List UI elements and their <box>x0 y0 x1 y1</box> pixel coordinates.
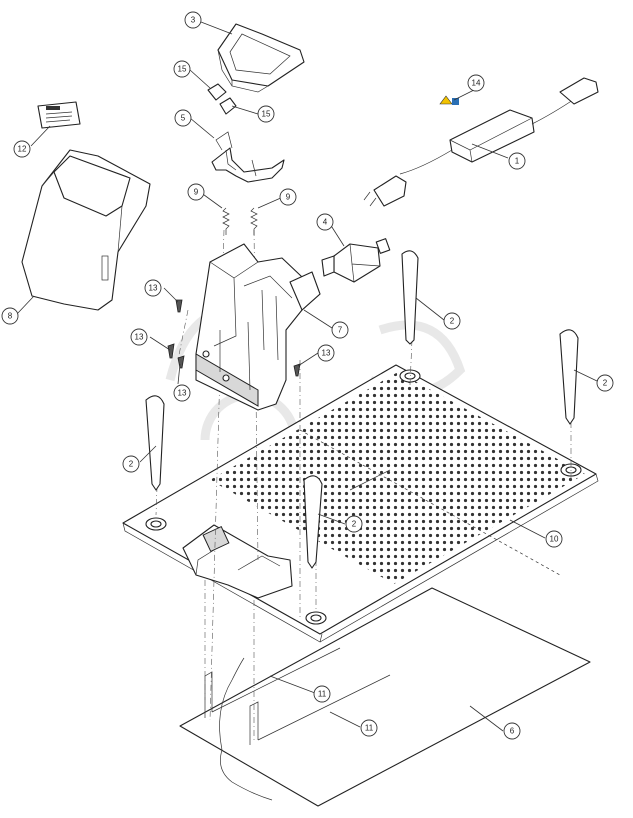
svg-text:6: 6 <box>510 727 515 736</box>
callout-3: 3 <box>184 11 202 29</box>
callout-13: 13 <box>130 328 148 346</box>
callout-2: 2 <box>345 515 363 533</box>
callout-2: 2 <box>443 312 461 330</box>
screws <box>167 299 301 377</box>
springs <box>222 207 258 235</box>
guide-pads <box>207 83 237 115</box>
callout-7: 7 <box>331 321 349 339</box>
callout-13: 13 <box>317 344 335 362</box>
svg-text:11: 11 <box>365 724 374 733</box>
callout-6: 6 <box>503 722 521 740</box>
cover-top <box>217 23 305 93</box>
svg-text:13: 13 <box>178 389 187 398</box>
callout-1: 1 <box>508 152 526 170</box>
svg-text:2: 2 <box>352 520 357 529</box>
connector <box>321 238 391 283</box>
callout-5: 5 <box>174 109 192 127</box>
callout-14: 14 <box>467 74 485 92</box>
svg-text:13: 13 <box>322 349 331 358</box>
svg-text:2: 2 <box>129 460 134 469</box>
svg-text:11: 11 <box>318 690 327 699</box>
callout-13: 13 <box>173 384 191 402</box>
callouts: 3 15 15 5 9 9 4 12 8 13 13 13 13 7 14 1 … <box>1 11 614 740</box>
svg-text:2: 2 <box>450 317 455 326</box>
svg-text:13: 13 <box>149 284 158 293</box>
svg-text:14: 14 <box>472 79 481 88</box>
svg-text:13: 13 <box>135 333 144 342</box>
svg-text:9: 9 <box>194 188 199 197</box>
contact-holder <box>211 131 285 183</box>
svg-text:5: 5 <box>181 114 186 123</box>
callout-15: 15 <box>173 60 191 78</box>
svg-text:10: 10 <box>550 535 559 544</box>
callout-2: 2 <box>596 374 614 392</box>
svg-text:12: 12 <box>18 145 27 154</box>
svg-text:4: 4 <box>323 218 328 227</box>
warning-icon <box>439 95 459 105</box>
svg-text:1: 1 <box>515 157 520 166</box>
label-sticker <box>37 101 81 129</box>
svg-text:9: 9 <box>286 193 291 202</box>
callout-9: 9 <box>187 183 205 201</box>
base-plate <box>122 364 599 643</box>
callout-12: 12 <box>13 140 31 158</box>
svg-text:8: 8 <box>8 312 13 321</box>
svg-text:15: 15 <box>178 65 187 74</box>
hood <box>21 149 151 311</box>
callout-15: 15 <box>257 105 275 123</box>
leader-lines <box>16 21 598 732</box>
callout-4: 4 <box>316 213 334 231</box>
svg-text:7: 7 <box>338 326 343 335</box>
ground-sheet <box>179 587 591 807</box>
svg-text:3: 3 <box>191 16 196 25</box>
callout-2: 2 <box>122 455 140 473</box>
pegs <box>145 250 579 569</box>
callout-10: 10 <box>545 530 563 548</box>
callout-11: 11 <box>360 719 378 737</box>
svg-text:2: 2 <box>603 379 608 388</box>
callout-11: 11 <box>313 685 331 703</box>
power-supply <box>363 77 599 207</box>
callout-9: 9 <box>279 188 297 206</box>
docking-station-body <box>195 243 321 411</box>
callout-8: 8 <box>1 307 19 325</box>
svg-text:15: 15 <box>262 110 271 119</box>
callout-13: 13 <box>144 279 162 297</box>
